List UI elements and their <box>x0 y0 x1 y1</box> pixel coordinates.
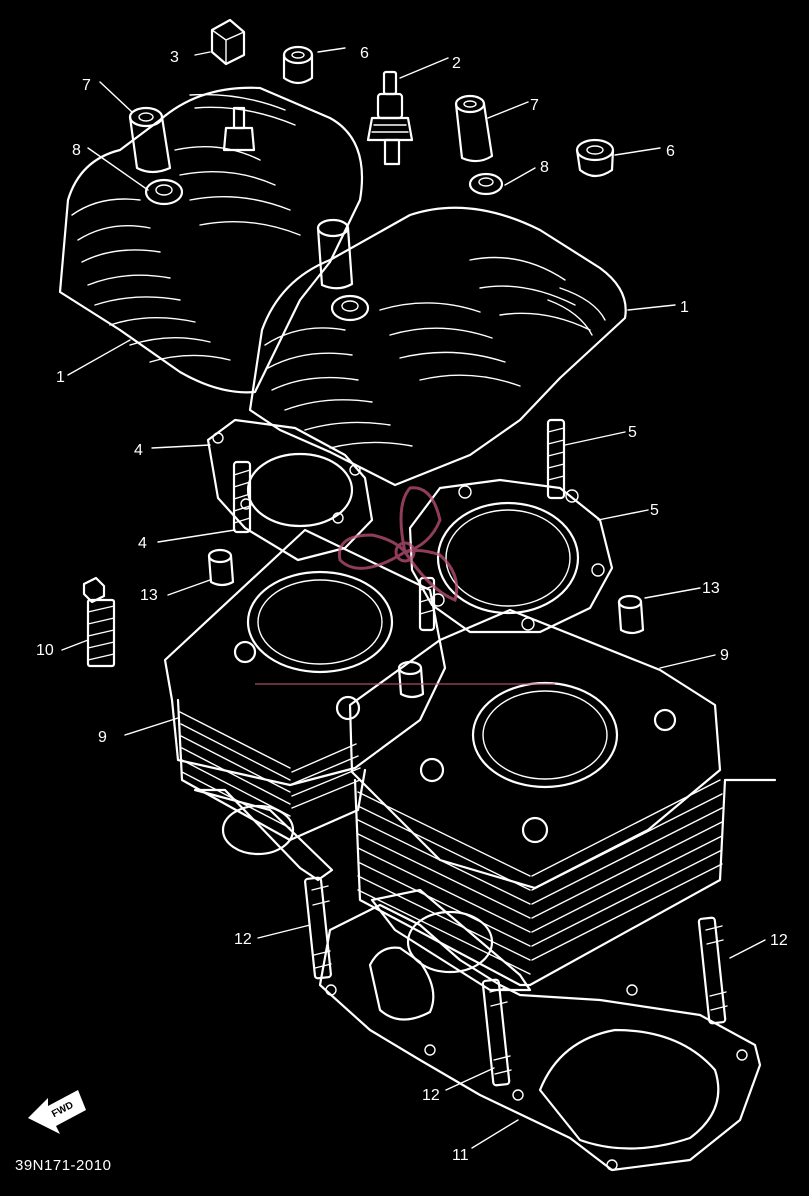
washer-center <box>330 294 370 322</box>
callout-9b: 9 <box>720 647 729 664</box>
washer-left <box>144 178 184 206</box>
callout-10: 10 <box>36 642 54 659</box>
long-stud-left <box>304 876 332 980</box>
callout-12c: 12 <box>422 1087 440 1104</box>
callout-5a: 5 <box>628 424 637 441</box>
fwd-arrow: FWD <box>28 1090 86 1134</box>
callout-7b: 7 <box>530 97 539 114</box>
callout-6b: 6 <box>666 143 675 160</box>
callouts: 3 6 2 7 7 8 8 6 1 1 4 5 4 5 13 13 10 9 9… <box>36 45 788 1164</box>
head-gasket-left <box>206 418 374 562</box>
cylinder-block-right <box>348 608 777 992</box>
stud-right <box>546 418 566 500</box>
callout-13a: 13 <box>140 587 158 604</box>
cylinder-block-left <box>163 528 447 882</box>
long-stud-center <box>481 978 512 1087</box>
callout-2: 2 <box>452 55 461 72</box>
spark-plug <box>366 70 414 166</box>
bolt <box>82 576 116 668</box>
callout-6a: 6 <box>360 45 369 62</box>
callout-8a: 8 <box>72 142 81 159</box>
callout-7a: 7 <box>82 77 91 94</box>
callout-1b: 1 <box>680 299 689 316</box>
base-gasket <box>318 903 762 1172</box>
stud-left <box>232 460 252 534</box>
callout-13b: 13 <box>702 580 720 597</box>
washer-right <box>468 172 504 196</box>
long-stud-right <box>697 916 728 1025</box>
part-code: 39N171-2010 <box>15 1157 111 1174</box>
spark-plug-left <box>222 106 256 152</box>
cylinder-head-right <box>248 206 627 487</box>
callout-5b: 4 <box>138 535 147 552</box>
callout-8b: 8 <box>540 159 549 176</box>
callout-11: 11 <box>452 1147 469 1164</box>
nut-left <box>282 45 314 85</box>
sleeve-right <box>454 94 494 163</box>
callout-1a: 1 <box>56 369 65 386</box>
dowel-left <box>207 548 235 587</box>
callout-4a: 4 <box>134 442 143 459</box>
callout-9a: 9 <box>98 729 107 746</box>
leader-lines <box>61 47 766 1149</box>
callout-12b: 12 <box>770 932 788 949</box>
nut-right <box>575 138 615 178</box>
watermark-logo <box>255 486 555 685</box>
callout-12a: 12 <box>234 931 252 948</box>
cap <box>210 18 246 66</box>
sleeve-center <box>316 218 354 290</box>
cylinder-head-left <box>58 86 364 394</box>
callout-3: 3 <box>170 49 179 66</box>
sleeve-left <box>128 106 172 174</box>
callout-4b: 5 <box>650 502 659 519</box>
dowel-right <box>617 594 645 635</box>
